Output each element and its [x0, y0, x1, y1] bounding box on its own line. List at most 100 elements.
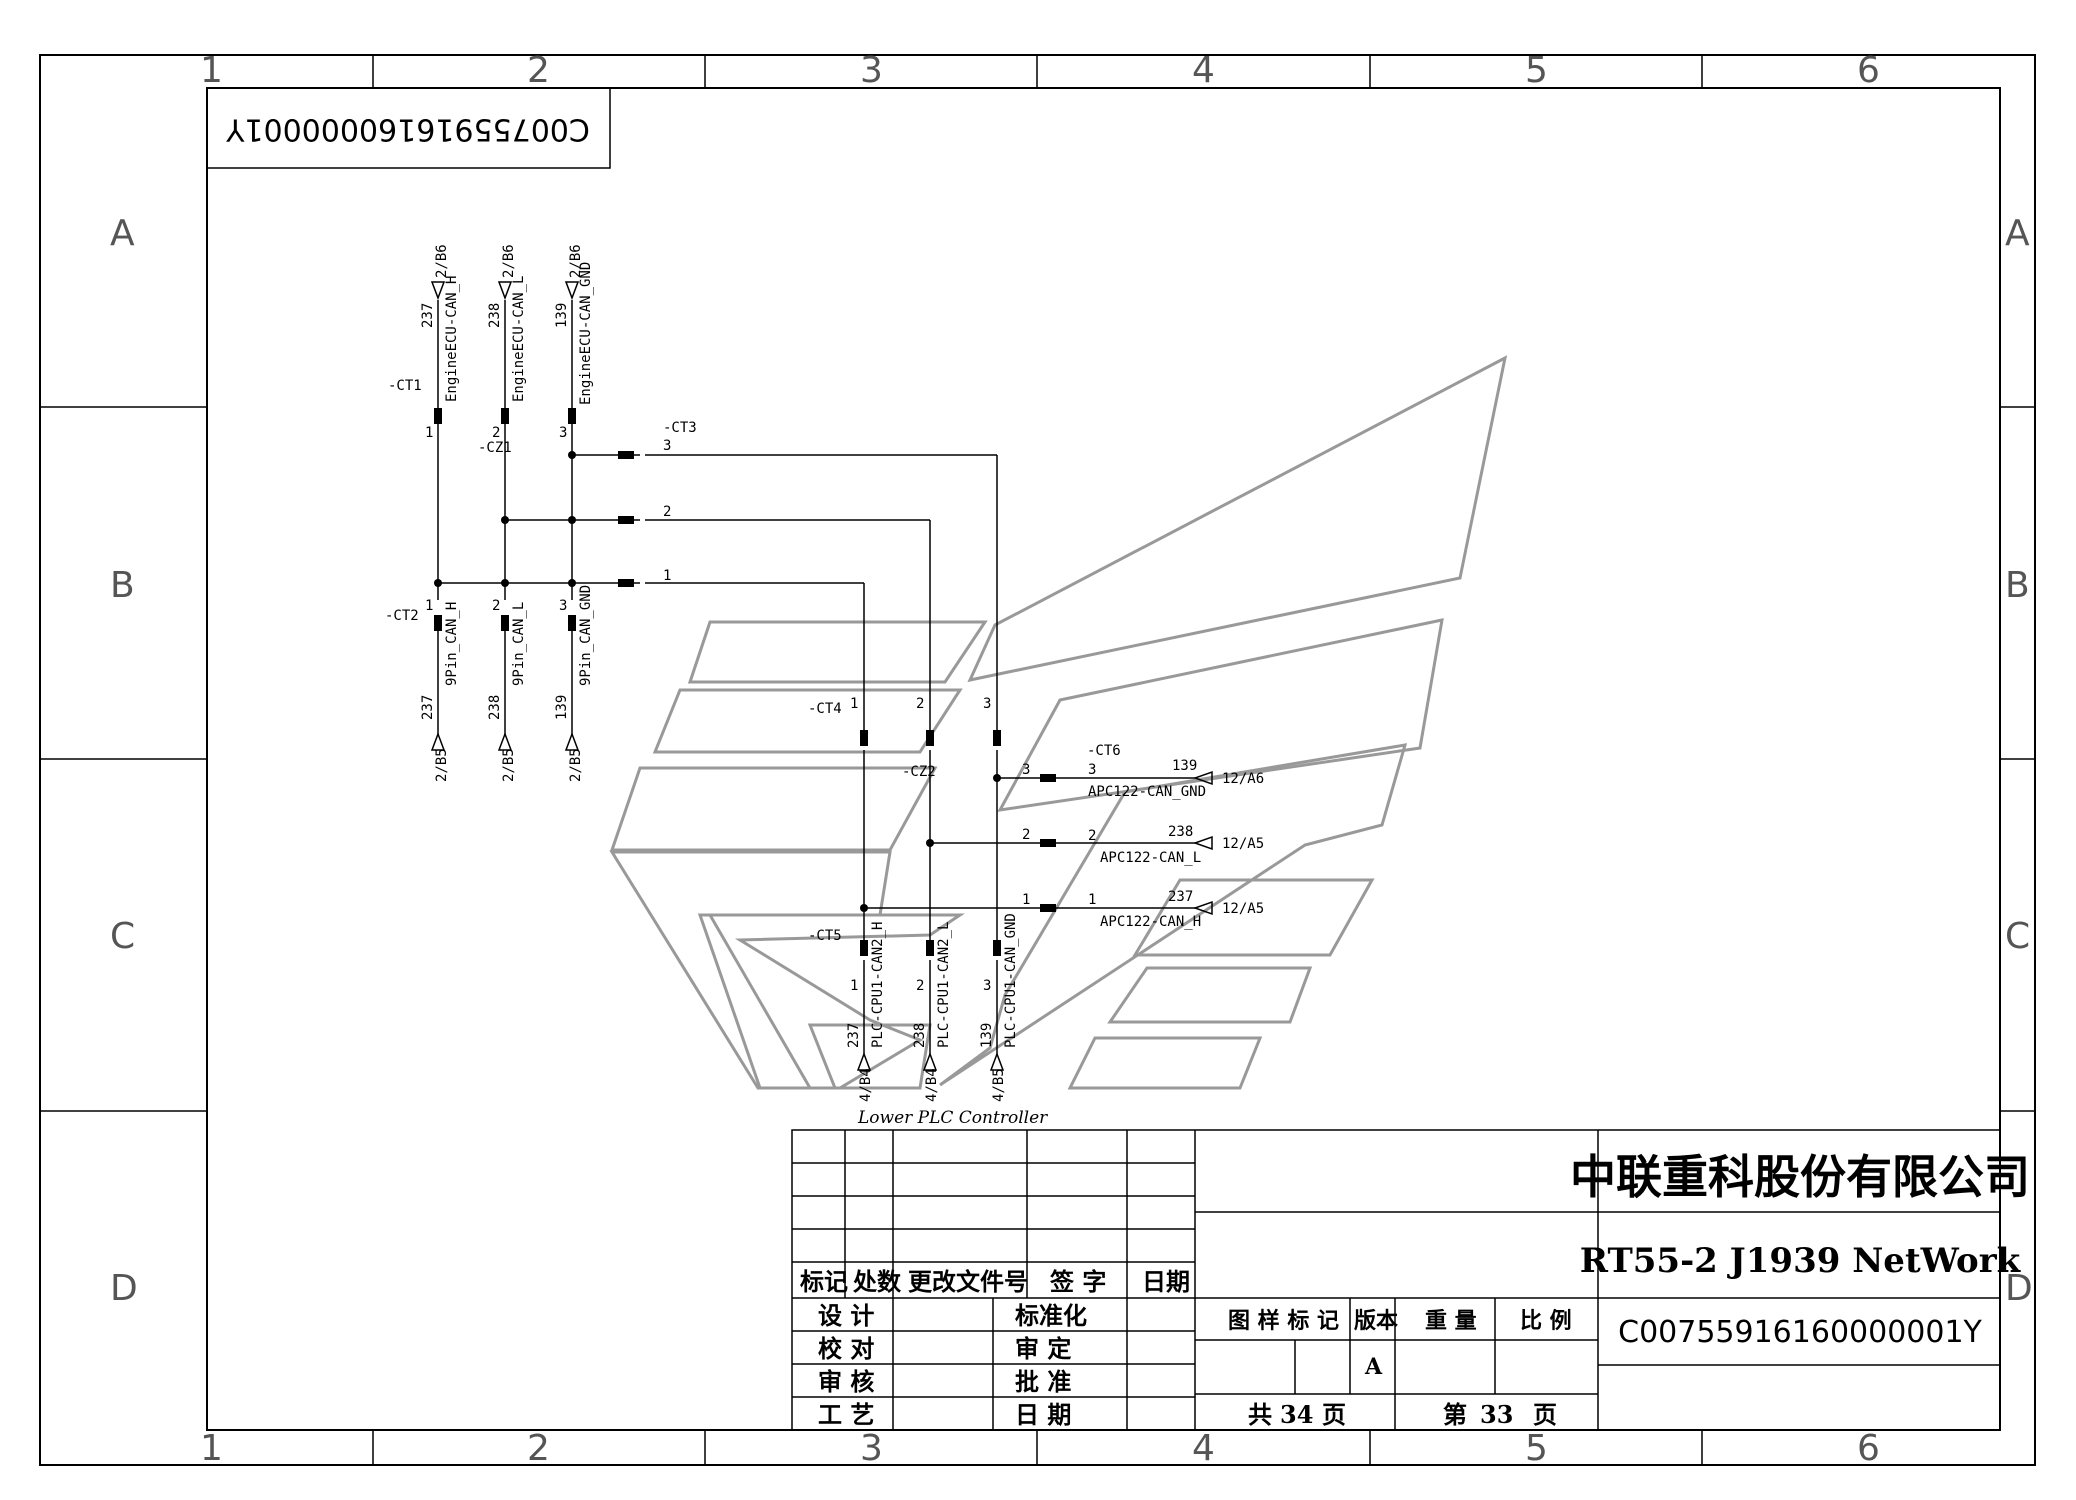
plc-wire-group: 237 PLC-CPU1-CAN2_H 4/B4 238 PLC-CPU1-CA… — [846, 696, 1019, 1102]
plc-wire-2-ref: 4/B4 — [924, 1068, 940, 1102]
connector-ct6-label: -CT6 — [1087, 743, 1121, 759]
page-prefix: 第 — [1443, 1400, 1467, 1429]
total-pages-value: 34 — [1280, 1400, 1313, 1429]
info-header-version: 版本 — [1354, 1308, 1398, 1334]
rev-header-sign: 签 字 — [1049, 1267, 1106, 1296]
connector-cz2-label: -CZ2 — [902, 764, 936, 780]
zone-row-a-left: A — [110, 213, 135, 254]
apc-wire-1-ref: 12/A6 — [1222, 771, 1264, 787]
zone-col-4-top: 4 — [1192, 50, 1215, 91]
connector-ct5-label: -CT5 — [808, 928, 842, 944]
zone-row-b-right: B — [2005, 565, 2030, 606]
zone-row-c-right: C — [2005, 916, 2030, 957]
bottom-wire-1-number: 237 — [420, 695, 436, 720]
ct4-pin-3: 3 — [983, 696, 991, 712]
title-block — [791, 1129, 2001, 1431]
top-wire-3-ref: 2/B6 — [568, 244, 584, 278]
connector-ct3-label: -CT3 — [663, 420, 697, 436]
zone-col-5-bottom: 5 — [1525, 1428, 1548, 1469]
top-wire-2-number: 238 — [487, 303, 503, 328]
plc-wire-2-pin: 2 — [916, 978, 924, 994]
top-ref-arrows — [430, 281, 1213, 1071]
info-header-pattern: 图 样 标 记 — [1228, 1308, 1339, 1334]
top-wire-1-signal: EngineECU-CAN_H — [444, 276, 460, 402]
drawing-number: C00755916160000001Y — [1618, 1315, 1982, 1350]
bottom-wire-1-signal: 9Pin_CAN_H — [444, 602, 460, 686]
page-suffix: 页 — [1533, 1400, 1557, 1429]
rev-header-date: 日期 — [1142, 1267, 1190, 1296]
zone-row-a-right: A — [2005, 213, 2030, 254]
top-wire-2-pin: 2 — [492, 425, 500, 441]
info-header-scale: 比 例 — [1520, 1308, 1572, 1334]
zone-row-c-left: C — [110, 916, 135, 957]
zone-col-3-top: 3 — [860, 50, 883, 91]
plc-wire-2-number: 238 — [912, 1023, 928, 1048]
wiring — [437, 300, 1195, 1055]
bottom-wire-1-pin: 1 — [425, 598, 433, 614]
top-wire-3-number: 139 — [554, 303, 570, 328]
zone-col-2-bottom: 2 — [527, 1428, 550, 1469]
apc-wire-3-number: 237 — [1168, 889, 1193, 905]
plc-caption: Lower PLC Controller — [857, 1108, 1048, 1128]
connector-pins — [434, 408, 1056, 956]
zone-row-d-left: D — [110, 1268, 138, 1309]
bottom-wire-2-pin: 2 — [492, 598, 500, 614]
zone-row-b-left: B — [110, 565, 135, 606]
apc-wire-1-number: 139 — [1172, 758, 1197, 774]
role-standard: 标准化 — [1015, 1301, 1087, 1330]
role-date: 日 期 — [1015, 1400, 1071, 1429]
apc-wire-3-ref: 12/A5 — [1222, 901, 1264, 917]
ct3-pin-3: 3 — [663, 438, 671, 454]
apc-wire-3-pin: 1 — [1088, 892, 1096, 908]
version-value: A — [1364, 1354, 1383, 1380]
rev-header-mark: 标记 — [800, 1267, 848, 1296]
connector-cz1-label: -CZ1 — [478, 440, 512, 456]
role-process: 工 艺 — [818, 1400, 874, 1429]
ct3-pin-1: 1 — [663, 568, 671, 584]
connector-ct4-label: -CT4 — [808, 701, 842, 717]
plc-wire-1-number: 237 — [846, 1023, 862, 1048]
zone-col-1-bottom: 1 — [200, 1428, 223, 1469]
apc-wire-1-pin: 3 — [1088, 762, 1096, 778]
ct4-pin-2: 2 — [916, 696, 924, 712]
total-pages-suffix: 页 — [1322, 1400, 1346, 1429]
apc-left-pin-2: 2 — [1022, 827, 1030, 843]
plc-wire-3-signal: PLC-CPU1-CAN_GND — [1003, 913, 1019, 1048]
rev-header-doc: 更改文件号 — [908, 1267, 1028, 1296]
bottom-wire-2-ref: 2/B5 — [501, 748, 517, 782]
plc-wire-1-signal: PLC-CPU1-CAN2_H — [870, 922, 886, 1048]
plc-wire-2-signal: PLC-CPU1-CAN2_L — [936, 922, 952, 1048]
connector-ct1-label: -CT1 — [388, 378, 422, 394]
total-pages-prefix: 共 — [1248, 1400, 1272, 1429]
watermark-logo — [609, 355, 1508, 1090]
role-approve-set: 审 定 — [1015, 1334, 1071, 1363]
drawing-title: RT55-2 J1939 NetWork — [1580, 1241, 2022, 1281]
top-wire-group: 237 EngineECU-CAN_H 2/B6 238 EngineECU-C… — [420, 244, 671, 584]
bottom-wire-2-number: 238 — [487, 695, 503, 720]
ct3-pin-2: 2 — [663, 504, 671, 520]
bottom-wire-3-pin: 3 — [559, 598, 567, 614]
bottom-wire-2-signal: 9Pin_CAN_L — [511, 602, 527, 686]
top-wire-1-ref: 2/B6 — [434, 244, 450, 278]
zone-col-1-top: 1 — [200, 50, 223, 91]
apc-wire-3-signal: APC122-CAN_H — [1100, 914, 1201, 930]
ct4-pin-1: 1 — [850, 696, 858, 712]
top-wire-2-ref: 2/B6 — [501, 244, 517, 278]
plc-wire-1-ref: 4/B4 — [858, 1068, 874, 1102]
role-design: 设 计 — [818, 1301, 874, 1330]
company-name: 中联重科股份有限公司 — [1570, 1150, 2030, 1204]
top-wire-3-signal: EngineECU-CAN_GND — [578, 262, 594, 405]
zone-col-5-top: 5 — [1525, 50, 1548, 91]
zone-col-6-bottom: 6 — [1857, 1428, 1880, 1469]
top-wire-1-number: 237 — [420, 303, 436, 328]
page-value: 33 — [1480, 1400, 1513, 1429]
zone-col-6-top: 6 — [1857, 50, 1880, 91]
apc-wire-group: 139 APC122-CAN_GND 12/A6 3 238 APC122-CA… — [1022, 758, 1264, 930]
role-review: 审 核 — [818, 1367, 874, 1396]
zone-col-3-bottom: 3 — [860, 1428, 883, 1469]
apc-wire-2-number: 238 — [1168, 824, 1193, 840]
connector-ct2-label: -CT2 — [385, 608, 419, 624]
plc-wire-3-ref: 4/B5 — [991, 1068, 1007, 1102]
top-wire-3-pin: 3 — [559, 425, 567, 441]
